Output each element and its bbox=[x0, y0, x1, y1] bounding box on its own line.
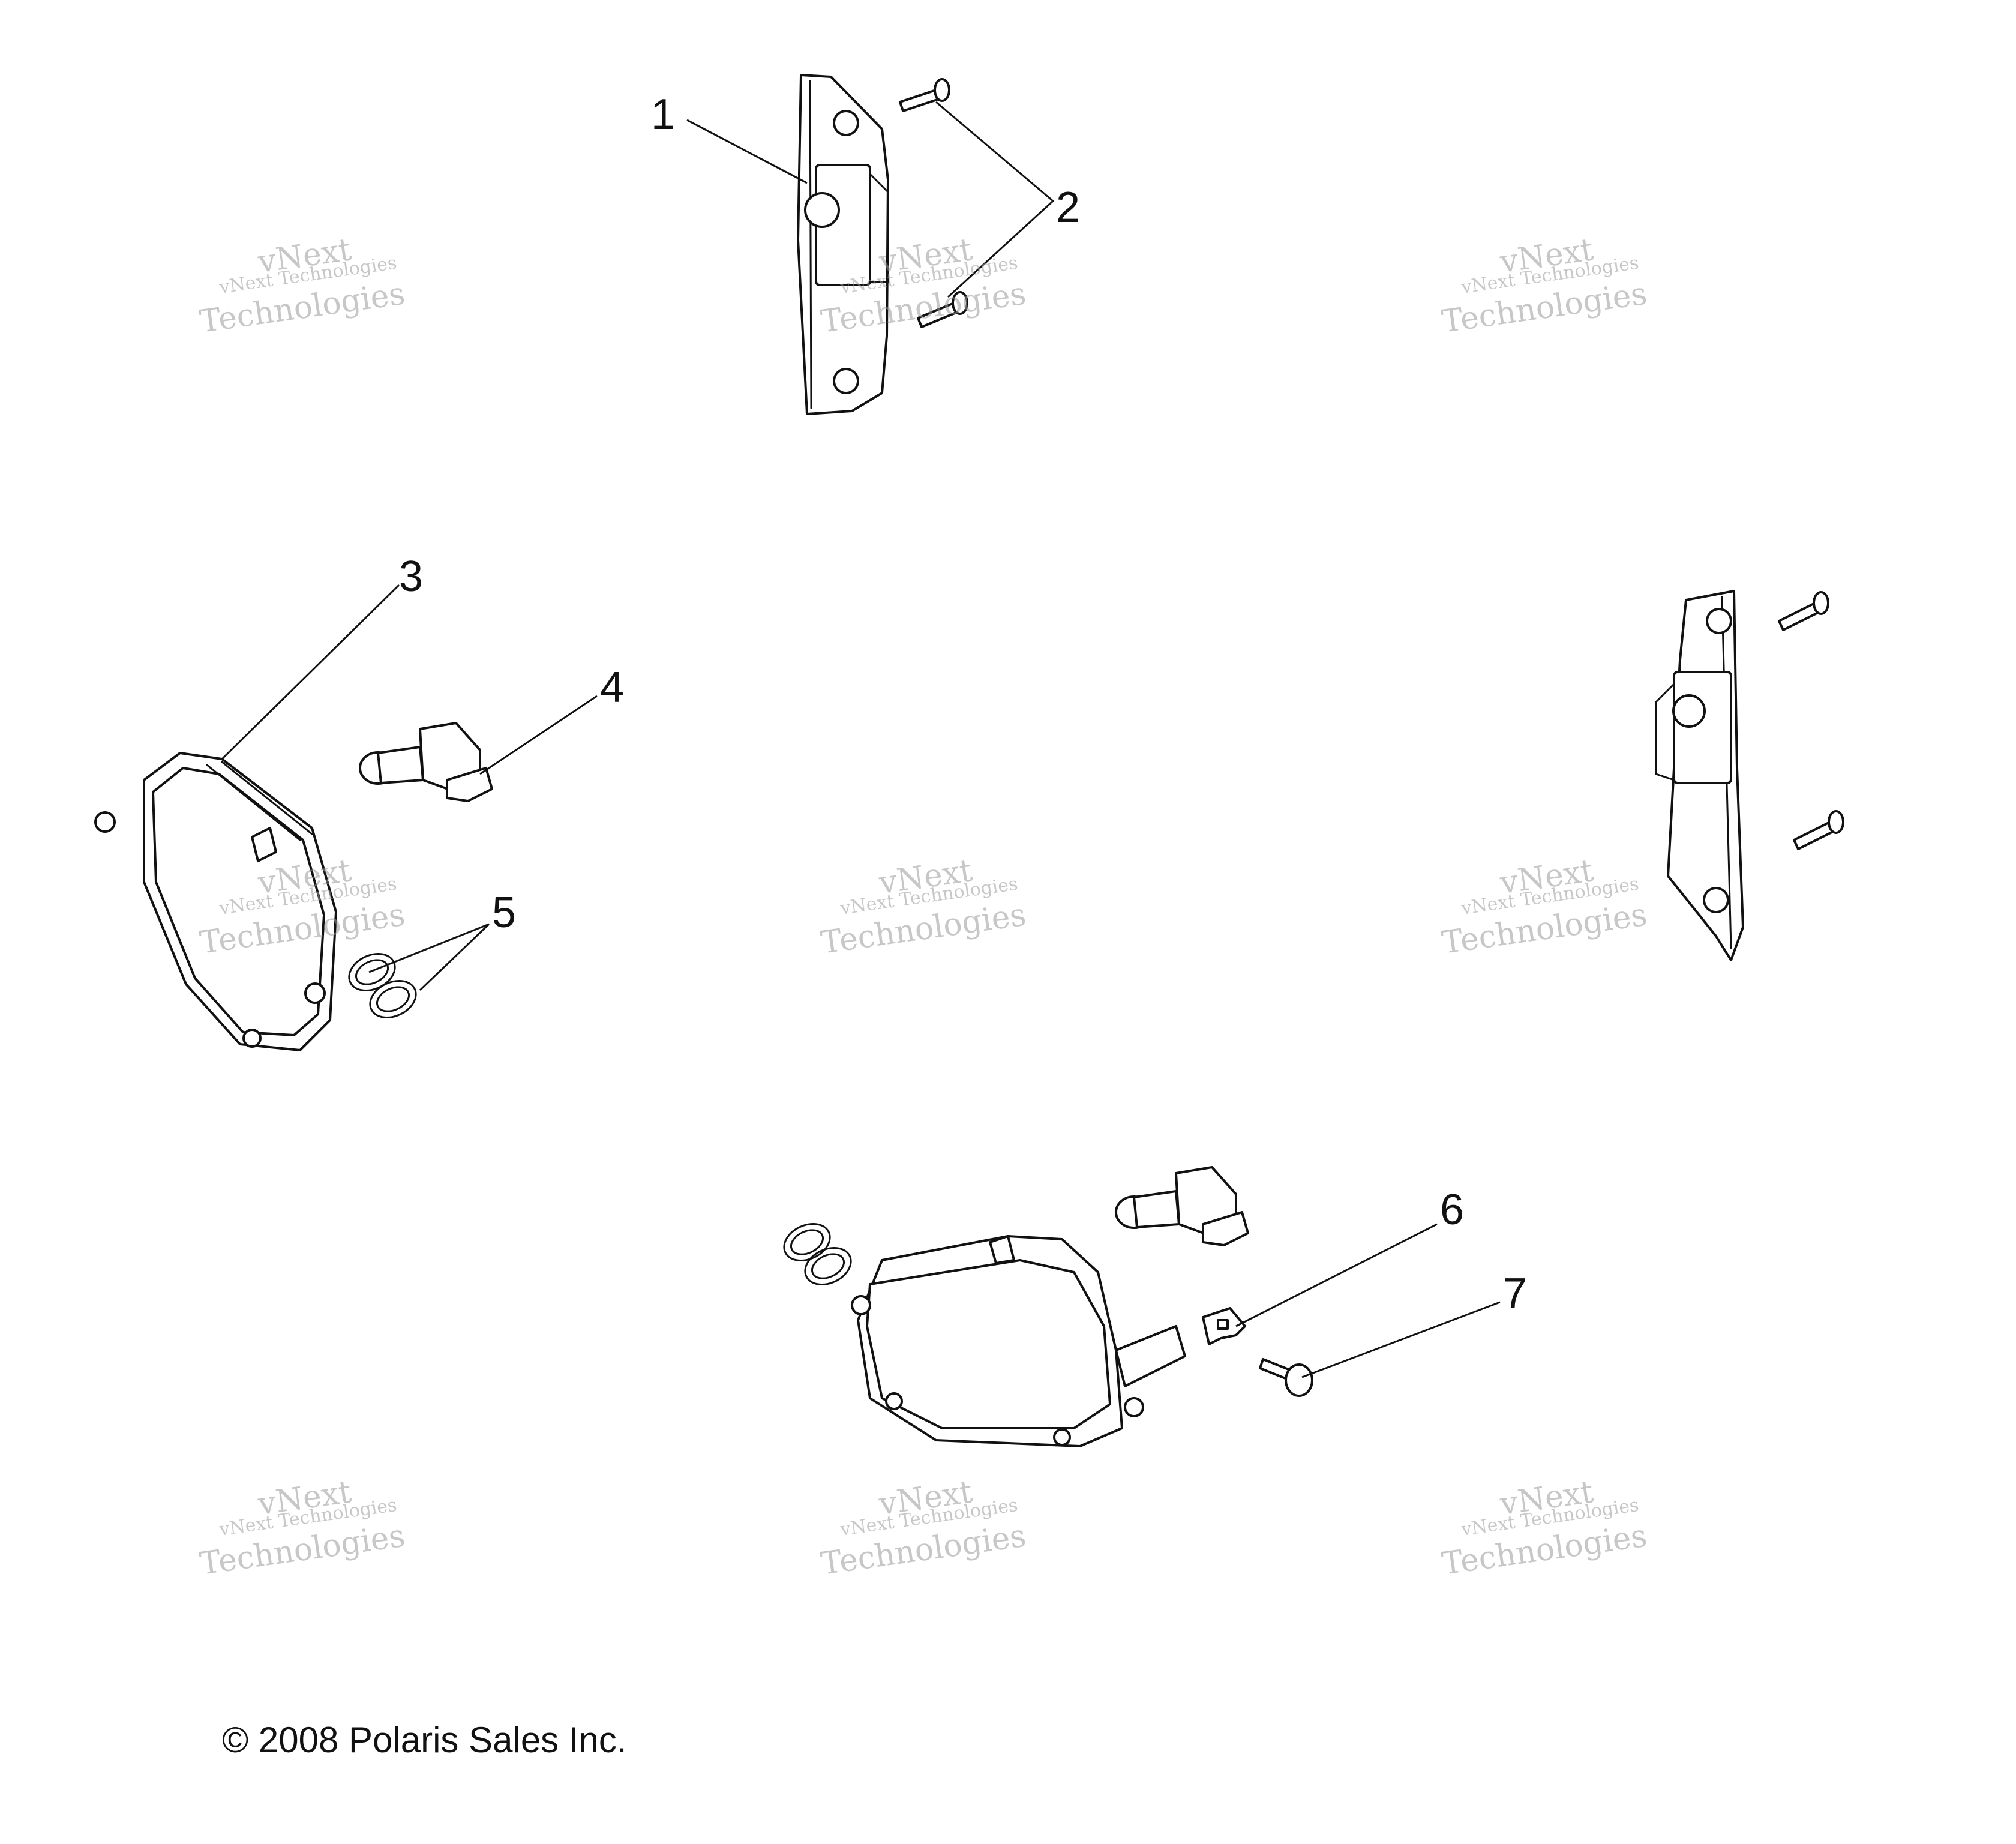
clip bbox=[1202, 1307, 1246, 1345]
leader-lines bbox=[221, 101, 1501, 1378]
side-marker-lamp-top bbox=[797, 74, 889, 415]
watermark: vNext vNext Technologies Technologies bbox=[818, 1474, 1028, 1582]
screw-top-upper bbox=[899, 78, 950, 112]
screw-right-upper bbox=[1778, 591, 1829, 631]
watermark: vNext vNext Technologies Technologies bbox=[197, 1474, 407, 1582]
watermark: vNext vNext Technologies Technologies bbox=[818, 853, 1028, 961]
headlamp-lower bbox=[851, 1235, 1186, 1447]
watermark: vNext vNext Technologies Technologies bbox=[1439, 853, 1649, 961]
callout-5: 5 bbox=[492, 889, 516, 937]
callout-6: 6 bbox=[1440, 1186, 1464, 1234]
callout-1: 1 bbox=[651, 91, 675, 139]
side-marker-lamp-right bbox=[1655, 590, 1744, 961]
screw-right-lower bbox=[1793, 810, 1844, 850]
callout-4: 4 bbox=[600, 664, 624, 712]
o-rings-lower bbox=[783, 1223, 852, 1285]
o-rings-left bbox=[348, 953, 417, 1018]
watermark: vNext vNext Technologies Technologies bbox=[197, 232, 407, 340]
callout-7: 7 bbox=[1503, 1270, 1527, 1318]
watermark: vNext vNext Technologies Technologies bbox=[197, 853, 407, 961]
bolt bbox=[1259, 1358, 1313, 1397]
headlamp-left bbox=[94, 752, 337, 1051]
bulb-lower bbox=[1115, 1166, 1249, 1246]
callout-3: 3 bbox=[399, 553, 423, 601]
screw-top-lower bbox=[917, 291, 968, 328]
watermark: vNext vNext Technologies Technologies bbox=[1439, 1474, 1649, 1582]
copyright-notice: © 2008 Polaris Sales Inc. bbox=[222, 1720, 627, 1760]
watermark: vNext vNext Technologies Technologies bbox=[1439, 232, 1649, 340]
bulb-left bbox=[359, 722, 493, 802]
callout-2: 2 bbox=[1056, 184, 1080, 232]
